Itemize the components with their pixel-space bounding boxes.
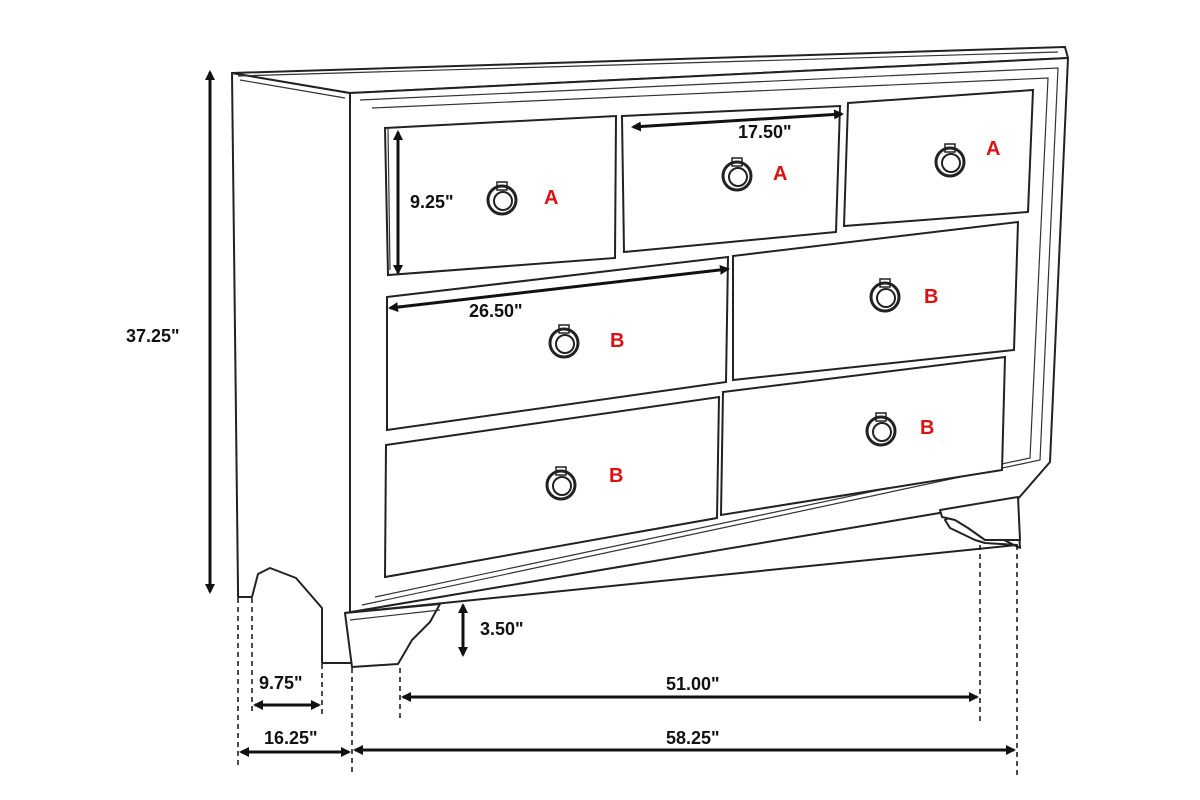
ring-pull-icon-top-left: [486, 181, 518, 216]
drawer-top-left: [383, 114, 618, 277]
drawer-label-top-middle: A: [773, 163, 787, 185]
dimension-top-drawer-width-text: 17.50": [738, 122, 792, 142]
dimension-height-text: 37.25": [126, 326, 180, 346]
dresser-side-panel: [231, 72, 356, 664]
drawer-bottom-right: [719, 355, 1007, 517]
drawer-label-top-left: A: [544, 187, 558, 209]
ring-pull-icon-bottom-left: [545, 466, 577, 501]
dimension-leg-height-text: 3.50": [480, 619, 524, 639]
drawer-label-top-right: A: [986, 138, 1000, 160]
extension-lines: [237, 545, 1018, 775]
dimension-lower-drawer-width-text: 26.50": [469, 301, 523, 321]
drawer-top-middle: [620, 104, 842, 254]
drawer-top-right: [842, 88, 1035, 228]
dimension-depth-text: 16.25": [264, 728, 318, 748]
dimension-width-text: 58.25": [666, 728, 720, 748]
drawer-label-bottom-right: B: [920, 417, 934, 439]
dimension-leg-span-text: 51.00": [666, 674, 720, 694]
ring-pull-icon-top-right: [934, 143, 966, 178]
ring-pull-icon-bottom-right: [865, 412, 897, 447]
dimension-side-leg-depth-text: 9.75": [259, 673, 303, 693]
ring-pull-icon-middle-left: [548, 324, 580, 359]
drawer-label-bottom-left: B: [609, 465, 623, 487]
drawer-bottom-left: [383, 395, 721, 579]
dresser-base: [344, 496, 1021, 668]
ring-pull-icon-top-middle: [721, 157, 753, 192]
ring-pull-icon-middle-right: [869, 278, 901, 313]
dimension-top-drawer-height-text: 9.25": [410, 192, 454, 212]
drawer-middle-right: [732, 220, 1020, 382]
drawer-label-middle-left: B: [610, 330, 624, 352]
ring-pulls: [486, 143, 966, 501]
dimension-lower-drawer-width: [388, 264, 730, 313]
drawer-label-middle-right: B: [924, 286, 938, 308]
dimension-top-drawer-width: [631, 109, 844, 132]
